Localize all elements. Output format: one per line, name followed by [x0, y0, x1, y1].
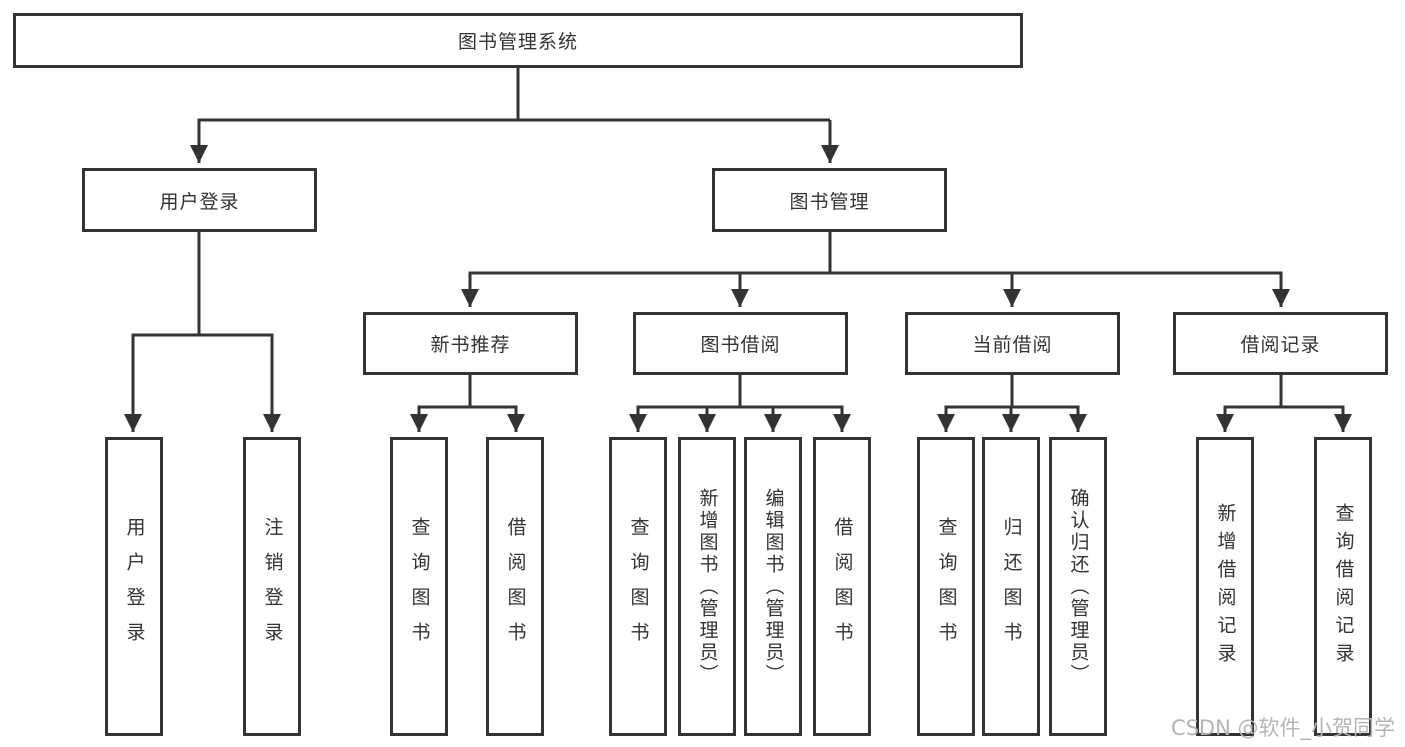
- leaf-query-books-current-label: 查询图书: [935, 516, 958, 657]
- node-borrowing-records-label: 借阅记录: [1240, 334, 1321, 356]
- leaf-borrow-books-recommend: 借阅图书: [486, 437, 544, 736]
- leaf-borrow-books-recommend-label: 借阅图书: [504, 516, 527, 657]
- leaf-add-books-admin: 新增图书（管理员）: [678, 437, 736, 736]
- leaf-query-books-recommend: 查询图书: [390, 437, 448, 736]
- leaf-add-books-admin-label: 新增图书（管理员）: [696, 487, 719, 686]
- leaf-add-borrow-record: 新增借阅记录: [1196, 437, 1254, 736]
- leaf-query-books-borrow: 查询图书: [609, 437, 667, 736]
- leaf-confirm-return-admin: 确认归还（管理员）: [1049, 437, 1107, 736]
- leaf-user-login: 用户登录: [105, 437, 163, 736]
- node-book-management-label: 图书管理: [789, 190, 870, 213]
- node-new-book-recommend: 新书推荐: [363, 312, 578, 375]
- leaf-user-login-label: 用户登录: [123, 516, 146, 657]
- leaf-query-books-borrow-label: 查询图书: [627, 516, 650, 657]
- node-root-label: 图书管理系统: [457, 31, 578, 53]
- leaf-confirm-return-admin-label: 确认归还（管理员）: [1067, 487, 1090, 686]
- node-user-login-label: 用户登录: [159, 190, 240, 213]
- csdn-watermark: CSDN @软件_小贺同学: [1170, 716, 1395, 740]
- connector-arrows: [124, 120, 1352, 432]
- leaf-edit-books-admin: 编辑图书（管理员）: [744, 437, 802, 736]
- leaf-query-books-current: 查询图书: [917, 437, 975, 736]
- leaf-add-borrow-record-label: 新增借阅记录: [1214, 502, 1237, 671]
- leaf-query-borrow-record-label: 查询借阅记录: [1332, 502, 1355, 671]
- node-current-borrowing-label: 当前借阅: [972, 334, 1053, 356]
- leaf-logout: 注销登录: [243, 437, 301, 736]
- leaf-borrow-books: 借阅图书: [813, 437, 871, 736]
- leaf-borrow-books-label: 借阅图书: [831, 516, 854, 657]
- leaf-query-borrow-record: 查询借阅记录: [1314, 437, 1372, 736]
- node-borrowing-records: 借阅记录: [1173, 312, 1388, 375]
- node-new-book-recommend-label: 新书推荐: [430, 334, 511, 356]
- node-current-borrowing: 当前借阅: [905, 312, 1120, 375]
- leaf-logout-label: 注销登录: [261, 516, 284, 657]
- leaf-return-books: 归还图书: [982, 437, 1040, 736]
- node-book-borrowing: 图书借阅: [633, 312, 848, 375]
- node-user-login: 用户登录: [82, 168, 317, 232]
- leaf-return-books-label: 归还图书: [1000, 516, 1023, 657]
- connector-trunks: [131, 68, 1345, 409]
- node-book-management: 图书管理: [712, 168, 947, 232]
- leaf-edit-books-admin-label: 编辑图书（管理员）: [762, 487, 785, 686]
- node-root: 图书管理系统: [13, 13, 1023, 68]
- node-book-borrowing-label: 图书借阅: [700, 334, 781, 356]
- leaf-query-books-recommend-label: 查询图书: [408, 516, 431, 657]
